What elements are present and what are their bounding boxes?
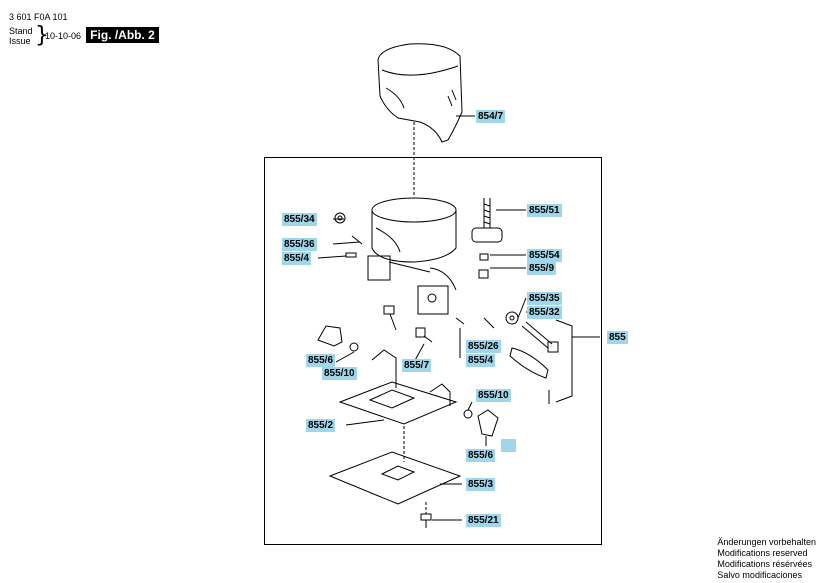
highlight-swatch (501, 439, 516, 452)
assembly-frame (264, 157, 602, 545)
note-spanish: Salvo modificaciones (717, 570, 802, 580)
callout-855-36: 855/36 (282, 238, 317, 251)
knob-right-part (477, 409, 499, 437)
callout-855-35: 855/35 (527, 292, 562, 305)
callout-855-7: 855/7 (402, 359, 432, 372)
note-french: Modifications résérvées (717, 559, 812, 569)
part-number: 3 601 F0A 101 (9, 12, 68, 22)
note-english: Modifications reserved (717, 548, 808, 558)
callout-855-26: 855/26 (466, 340, 501, 353)
callout-855-32: 855/32 (527, 306, 562, 319)
callout-855-9: 855/9 (527, 262, 557, 275)
callout-855-10-right: 855/10 (476, 389, 511, 402)
clamp-lever-part (509, 347, 549, 379)
callout-855-51: 855/51 (527, 204, 562, 217)
callout-855-6-right: 855/6 (466, 449, 496, 462)
callout-855-2: 855/2 (306, 419, 336, 432)
callout-855-34: 855/34 (282, 213, 317, 226)
motor-cover-part (377, 43, 463, 143)
issue-date: 10-10-06 (45, 31, 82, 41)
callout-854-7: 854/7 (476, 110, 506, 123)
note-german: Änderungen vorbehalten (717, 537, 816, 547)
callout-855: 855 (607, 331, 628, 344)
knob-left-part (317, 325, 343, 347)
base-plate-part (338, 349, 458, 425)
sub-plate-part (328, 451, 462, 505)
issue-label: Issue (9, 36, 31, 46)
washer-34 (334, 212, 346, 224)
base-housing-part (367, 197, 457, 291)
callout-855-3: 855/3 (466, 478, 496, 491)
callout-855-54: 855/54 (527, 249, 562, 262)
callout-855-4-mid: 855/4 (466, 354, 496, 367)
stand-label: Stand (9, 26, 33, 36)
callout-855-4-top: 855/4 (282, 252, 312, 265)
modification-notes: Änderungen vorbehalten Modifications res… (717, 537, 816, 581)
figure-badge: Fig. /Abb. 2 (86, 27, 159, 43)
callout-855-21: 855/21 (466, 514, 501, 527)
callout-855-6-left: 855/6 (306, 354, 336, 367)
callout-855-10-left: 855/10 (322, 367, 357, 380)
clamp-block-part (417, 285, 449, 315)
brace-glyph: } (35, 23, 49, 48)
adjusting-screw-part (471, 198, 503, 243)
